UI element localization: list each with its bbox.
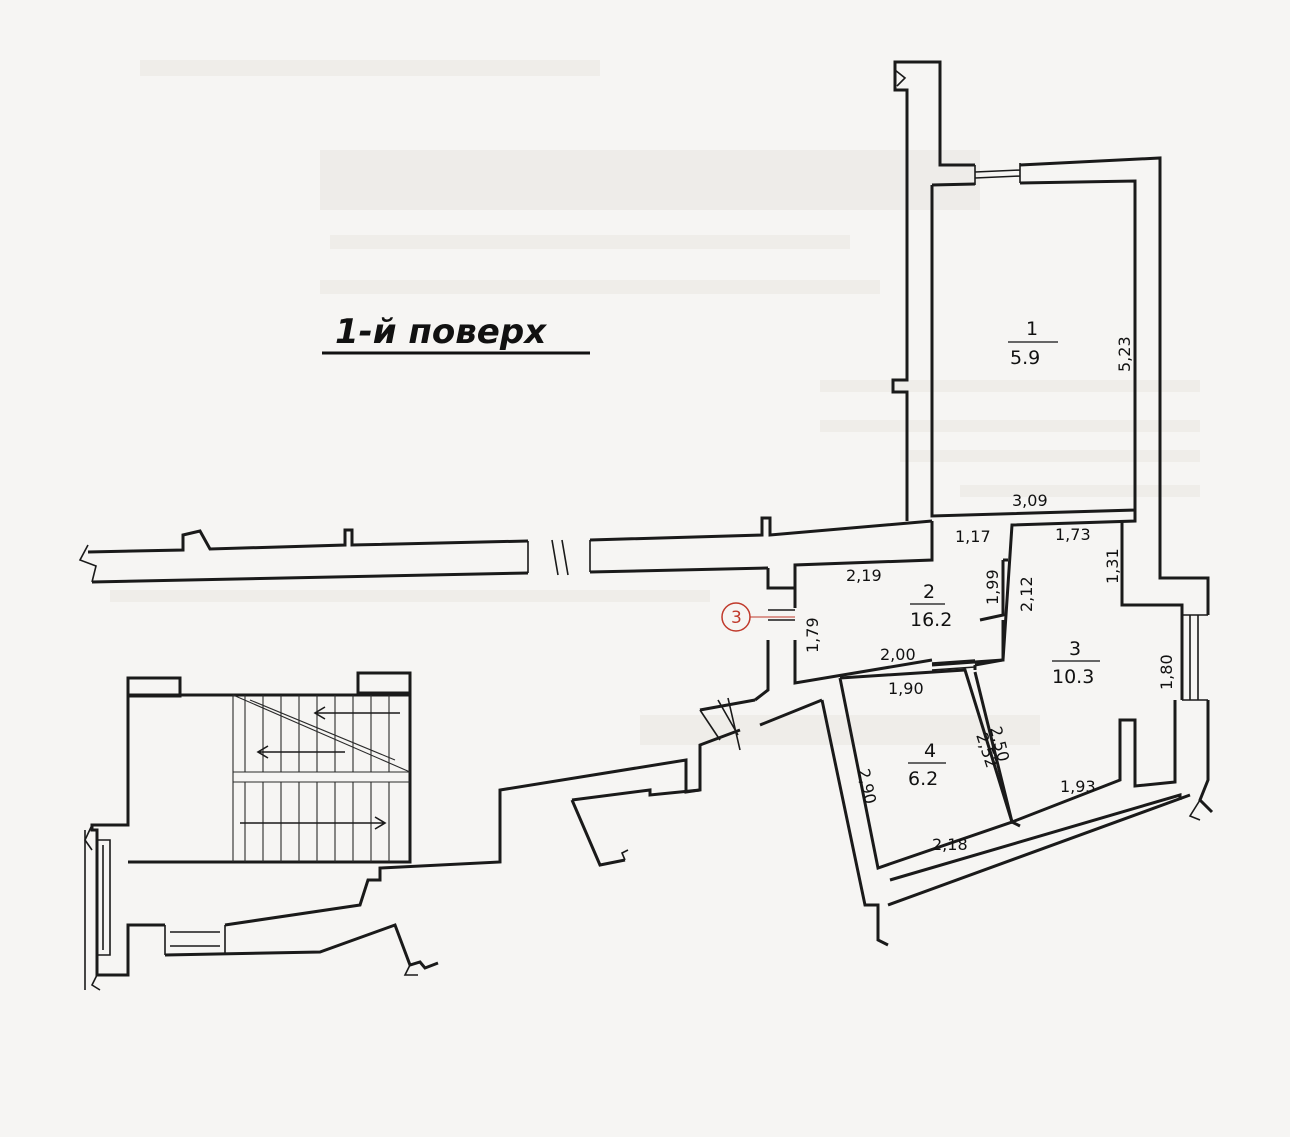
room-1-area: 16.2 xyxy=(910,609,952,631)
dim-1-17: 1,17 xyxy=(955,527,991,546)
room-3-area: 10.3 xyxy=(1052,666,1094,688)
room-4-number: 4 xyxy=(924,740,936,762)
stair-arrow-left xyxy=(256,745,345,759)
stair-arrow-right xyxy=(240,816,387,830)
dim-1-79: 1,79 xyxy=(803,617,822,653)
walls xyxy=(78,60,1214,991)
room-4-label: 4 6.2 xyxy=(908,740,946,790)
section-marker: 3 xyxy=(721,602,795,632)
section-marker-label: 3 xyxy=(731,608,742,628)
dim-2-18: 2,18 xyxy=(932,835,968,854)
dim-1-93: 1,93 xyxy=(1060,777,1096,796)
dim-2-00: 2,00 xyxy=(880,645,916,664)
dim-2-19: 2,19 xyxy=(846,566,882,585)
floor-title-text: 1-й поверх xyxy=(335,312,547,352)
dim-3-09: 3,09 xyxy=(1012,491,1048,510)
room-1-label: 2 16.2 xyxy=(910,581,952,631)
room-3-number: 3 xyxy=(1069,638,1081,660)
room-2-area: 5.9 xyxy=(1010,347,1040,369)
dim-1-73: 1,73 xyxy=(1055,525,1091,544)
room-3-label: 3 10.3 xyxy=(1052,638,1100,688)
dim-1-99: 1,99 xyxy=(983,569,1002,605)
staircase xyxy=(232,694,411,862)
room-2-number: 1 xyxy=(1026,318,1038,340)
dim-1-80: 1,80 xyxy=(1157,654,1176,690)
room-2-label: 1 5.9 xyxy=(1008,318,1058,369)
dim-1-90: 1,90 xyxy=(888,679,924,698)
room-1-number: 2 xyxy=(923,581,935,603)
dim-2-12: 2,12 xyxy=(1017,576,1036,612)
floor-title: 1-й поверх xyxy=(322,312,590,355)
dim-1-31: 1,31 xyxy=(1103,548,1122,584)
room-4-area: 6.2 xyxy=(908,768,938,790)
stair-arrow-up xyxy=(313,706,400,720)
dim-5-23: 5,23 xyxy=(1115,336,1134,372)
